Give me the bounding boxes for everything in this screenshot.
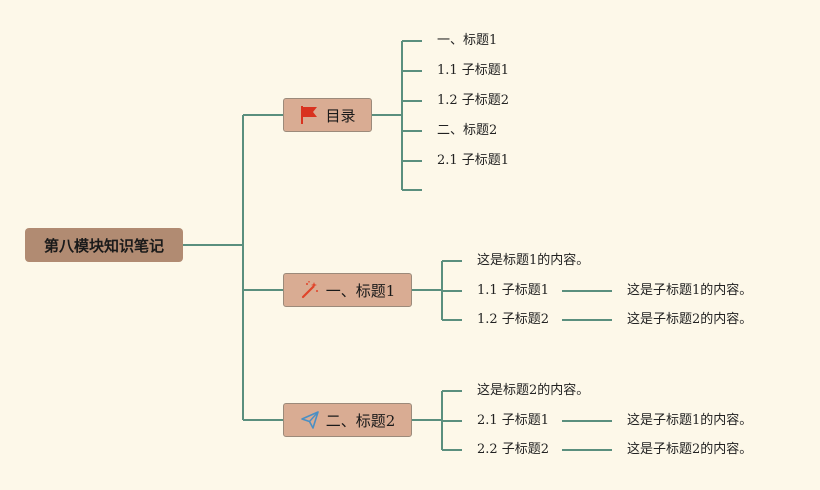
paper-plane-icon: [300, 410, 320, 430]
section-1-sub-2[interactable]: 1.2 子标题2: [477, 312, 550, 327]
toc-item-3[interactable]: 1.2 子标题2: [437, 93, 510, 108]
branch-section-1[interactable]: 一、标题1: [283, 273, 412, 307]
root-node[interactable]: 第八模块知识笔记: [25, 228, 183, 262]
section-2-sub-2-detail[interactable]: 这是子标题2的内容。: [627, 442, 753, 457]
toc-item-1[interactable]: 一、标题1: [437, 33, 498, 48]
toc-item-5[interactable]: 2.1 子标题1: [437, 153, 510, 168]
branch-section-2[interactable]: 二、标题2: [283, 403, 412, 437]
branch-toc-label: 目录: [325, 106, 356, 125]
branch-section-1-label: 一、标题1: [325, 281, 396, 300]
section-2-intro[interactable]: 这是标题2的内容。: [477, 383, 590, 398]
magic-wand-icon: [300, 280, 320, 300]
section-1-intro[interactable]: 这是标题1的内容。: [477, 253, 590, 268]
branch-toc[interactable]: 目录: [283, 98, 372, 132]
section-1-sub-1-detail[interactable]: 这是子标题1的内容。: [627, 283, 753, 298]
root-label: 第八模块知识笔记: [43, 236, 164, 255]
branch-section-2-label: 二、标题2: [325, 411, 396, 430]
flag-icon: [299, 105, 319, 125]
section-1-sub-1[interactable]: 1.1 子标题1: [477, 283, 550, 298]
section-2-sub-2[interactable]: 2.2 子标题2: [477, 442, 550, 457]
section-2-sub-1[interactable]: 2.1 子标题1: [477, 413, 550, 428]
section-1-sub-2-detail[interactable]: 这是子标题2的内容。: [627, 312, 753, 327]
toc-item-2[interactable]: 1.1 子标题1: [437, 63, 510, 78]
section-2-sub-1-detail[interactable]: 这是子标题1的内容。: [627, 413, 753, 428]
toc-item-4[interactable]: 二、标题2: [437, 123, 498, 138]
